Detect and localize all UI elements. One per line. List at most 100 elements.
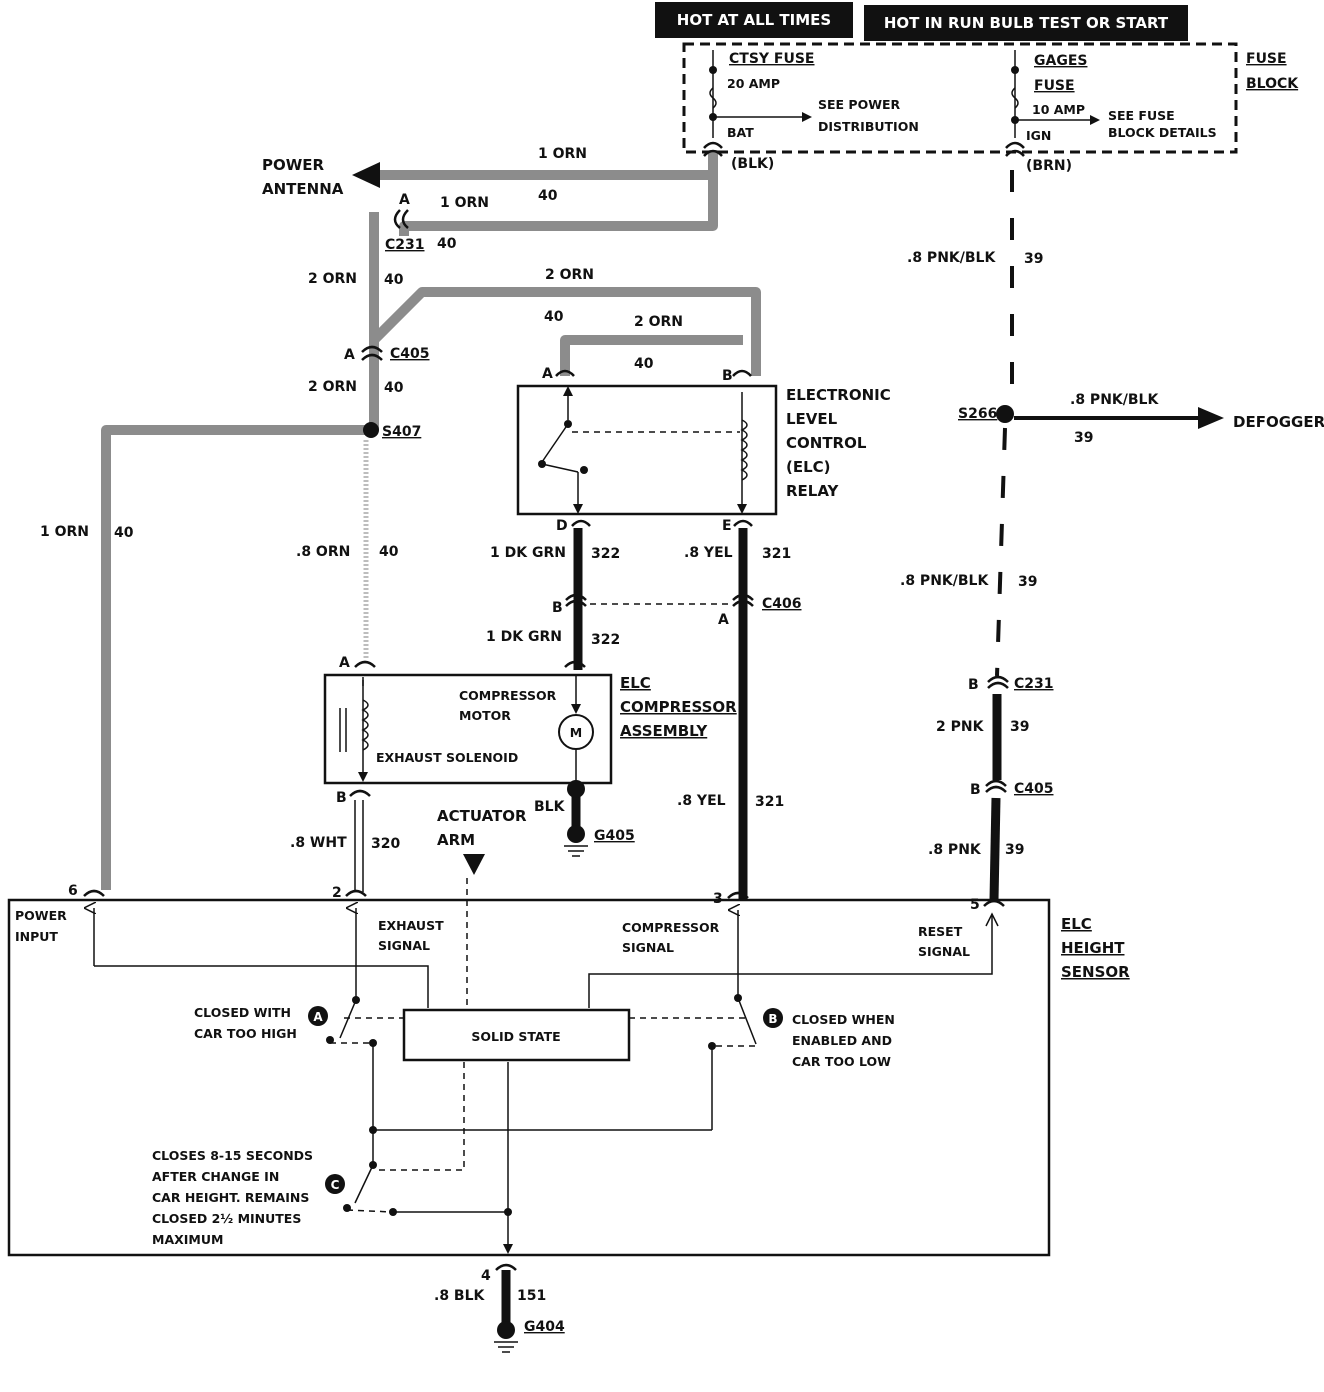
svg-text:39: 39 <box>1010 719 1029 735</box>
svg-text:POWER: POWER <box>262 156 325 174</box>
svg-text:G405: G405 <box>594 828 635 844</box>
svg-text:D: D <box>556 518 568 534</box>
svg-text:DISTRIBUTION: DISTRIBUTION <box>818 119 919 134</box>
wht-wire-320: .8 WHT 320 <box>290 800 400 892</box>
header-hot-at-all-times: HOT AT ALL TIMES <box>655 2 853 38</box>
svg-text:B: B <box>552 600 563 616</box>
fuse-block: FUSE BLOCK CTSY FUSE 20 AMP SEE POWER DI… <box>682 42 1299 174</box>
svg-text:B: B <box>722 368 733 384</box>
svg-text:151: 151 <box>517 1288 546 1304</box>
svg-text:ACTUATOR: ACTUATOR <box>437 807 527 825</box>
svg-text:1 ORN: 1 ORN <box>440 195 489 211</box>
svg-text:1 ORN: 1 ORN <box>538 146 587 162</box>
svg-text:COMPRESSOR: COMPRESSOR <box>620 698 737 716</box>
svg-text:.8 BLK: .8 BLK <box>434 1288 486 1304</box>
svg-text:BLK: BLK <box>534 799 566 815</box>
svg-text:E: E <box>722 518 732 534</box>
svg-text:.8 WHT: .8 WHT <box>290 835 347 851</box>
svg-text:SOLID STATE: SOLID STATE <box>471 1029 560 1044</box>
svg-text:POWER: POWER <box>15 908 67 923</box>
svg-text:.8 ORN: .8 ORN <box>296 544 350 560</box>
svg-text:SIGNAL: SIGNAL <box>622 940 674 955</box>
svg-text:RESET: RESET <box>918 924 963 939</box>
svg-text:SIGNAL: SIGNAL <box>378 938 430 953</box>
svg-text:G404: G404 <box>524 1319 565 1335</box>
svg-text:CAR TOO HIGH: CAR TOO HIGH <box>194 1026 297 1041</box>
svg-text:.8 YEL: .8 YEL <box>684 545 733 561</box>
svg-text:4: 4 <box>481 1268 491 1284</box>
svg-text:1 DK GRN: 1 DK GRN <box>486 629 562 645</box>
svg-text:CONTROL: CONTROL <box>786 434 867 452</box>
svg-text:1 ORN: 1 ORN <box>40 524 89 540</box>
svg-text:2 PNK: 2 PNK <box>936 719 985 735</box>
svg-text:B: B <box>968 677 979 693</box>
svg-text:B: B <box>336 790 347 806</box>
svg-text:39: 39 <box>1018 574 1037 590</box>
svg-text:C406: C406 <box>762 596 802 612</box>
yel-wire-321: .8 YEL 321 C406 A .8 YEL 321 <box>590 528 802 900</box>
connector-symbols <box>83 141 1025 1271</box>
svg-text:A: A <box>718 612 729 628</box>
svg-text:.8 YEL: .8 YEL <box>677 793 726 809</box>
pnk-blk-wire-39: .8 PNK/BLK 39 S266 .8 PNK/BLK 39 DEFOGGE… <box>900 170 1324 901</box>
svg-text:A: A <box>313 1010 323 1024</box>
svg-text:.8 PNK/BLK: .8 PNK/BLK <box>900 573 989 589</box>
svg-text:RELAY: RELAY <box>786 482 840 500</box>
svg-text:20 AMP: 20 AMP <box>727 76 780 91</box>
svg-text:SEE FUSE: SEE FUSE <box>1108 108 1175 123</box>
svg-text:40: 40 <box>544 309 564 325</box>
svg-text:39: 39 <box>1005 842 1024 858</box>
svg-text:C405: C405 <box>1014 781 1054 797</box>
svg-text:ANTENNA: ANTENNA <box>262 180 344 198</box>
svg-text:2: 2 <box>332 885 342 901</box>
svg-text:40: 40 <box>634 356 654 372</box>
svg-text:GAGES: GAGES <box>1034 53 1087 69</box>
svg-text:M: M <box>570 725 582 740</box>
svg-text:EXHAUST: EXHAUST <box>378 918 444 933</box>
svg-text:322: 322 <box>591 632 620 648</box>
svg-text:IGN: IGN <box>1026 128 1051 143</box>
dk-grn-wire-322: 1 DK GRN 322 B 1 DK GRN 322 <box>486 528 620 670</box>
svg-text:CAR TOO LOW: CAR TOO LOW <box>792 1054 891 1069</box>
actuator-arm: ACTUATOR ARM <box>437 807 527 875</box>
svg-text:S266: S266 <box>958 406 997 422</box>
svg-text:10 AMP: 10 AMP <box>1032 102 1085 117</box>
svg-text:B: B <box>970 782 981 798</box>
svg-text:.8 PNK/BLK: .8 PNK/BLK <box>907 250 996 266</box>
svg-text:(BRN): (BRN) <box>1026 158 1072 174</box>
svg-text:ELECTRONIC: ELECTRONIC <box>786 386 891 404</box>
svg-text:C: C <box>331 1178 340 1192</box>
orn-wire-labels: POWER ANTENNA 1 ORN 40 1 ORN A C231 40 2… <box>40 146 683 560</box>
svg-text:(BLK): (BLK) <box>731 156 774 172</box>
svg-text:SENSOR: SENSOR <box>1061 963 1130 981</box>
svg-text:EXHAUST SOLENOID: EXHAUST SOLENOID <box>376 750 518 765</box>
svg-text:C231: C231 <box>385 237 425 253</box>
svg-text:320: 320 <box>371 836 400 852</box>
svg-text:CAR HEIGHT. REMAINS: CAR HEIGHT. REMAINS <box>152 1190 309 1205</box>
svg-text:COMPRESSOR: COMPRESSOR <box>459 688 557 703</box>
elc-relay: ELECTRONIC LEVEL CONTROL (ELC) RELAY A B… <box>516 366 891 534</box>
header-hot-in-run: HOT IN RUN BULB TEST OR START <box>864 5 1188 41</box>
svg-text:MAXIMUM: MAXIMUM <box>152 1232 223 1247</box>
svg-text:ENABLED AND: ENABLED AND <box>792 1033 892 1048</box>
svg-text:CLOSED 2½ MINUTES: CLOSED 2½ MINUTES <box>152 1211 301 1226</box>
svg-text:HEIGHT: HEIGHT <box>1061 939 1125 957</box>
svg-text:AFTER CHANGE IN: AFTER CHANGE IN <box>152 1169 279 1184</box>
svg-text:BLOCK DETAILS: BLOCK DETAILS <box>1108 125 1217 140</box>
svg-text:HOT AT ALL TIMES: HOT AT ALL TIMES <box>677 11 831 29</box>
svg-text:2 ORN: 2 ORN <box>308 271 357 287</box>
svg-text:(ELC): (ELC) <box>786 458 831 476</box>
svg-text:CLOSED WHEN: CLOSED WHEN <box>792 1012 895 1027</box>
svg-text:A: A <box>339 655 350 671</box>
svg-text:40: 40 <box>384 272 404 288</box>
svg-text:322: 322 <box>591 546 620 562</box>
svg-text:321: 321 <box>755 794 784 810</box>
svg-text:SEE POWER: SEE POWER <box>818 97 901 112</box>
svg-text:ELC: ELC <box>1061 915 1092 933</box>
svg-text:2 ORN: 2 ORN <box>634 314 683 330</box>
svg-text:2 ORN: 2 ORN <box>545 267 594 283</box>
svg-text:LEVEL: LEVEL <box>786 410 838 428</box>
svg-text:40: 40 <box>437 236 457 252</box>
svg-text:DEFOGGER: DEFOGGER <box>1233 413 1324 431</box>
svg-text:HOT IN RUN BULB TEST OR START: HOT IN RUN BULB TEST OR START <box>884 14 1169 32</box>
